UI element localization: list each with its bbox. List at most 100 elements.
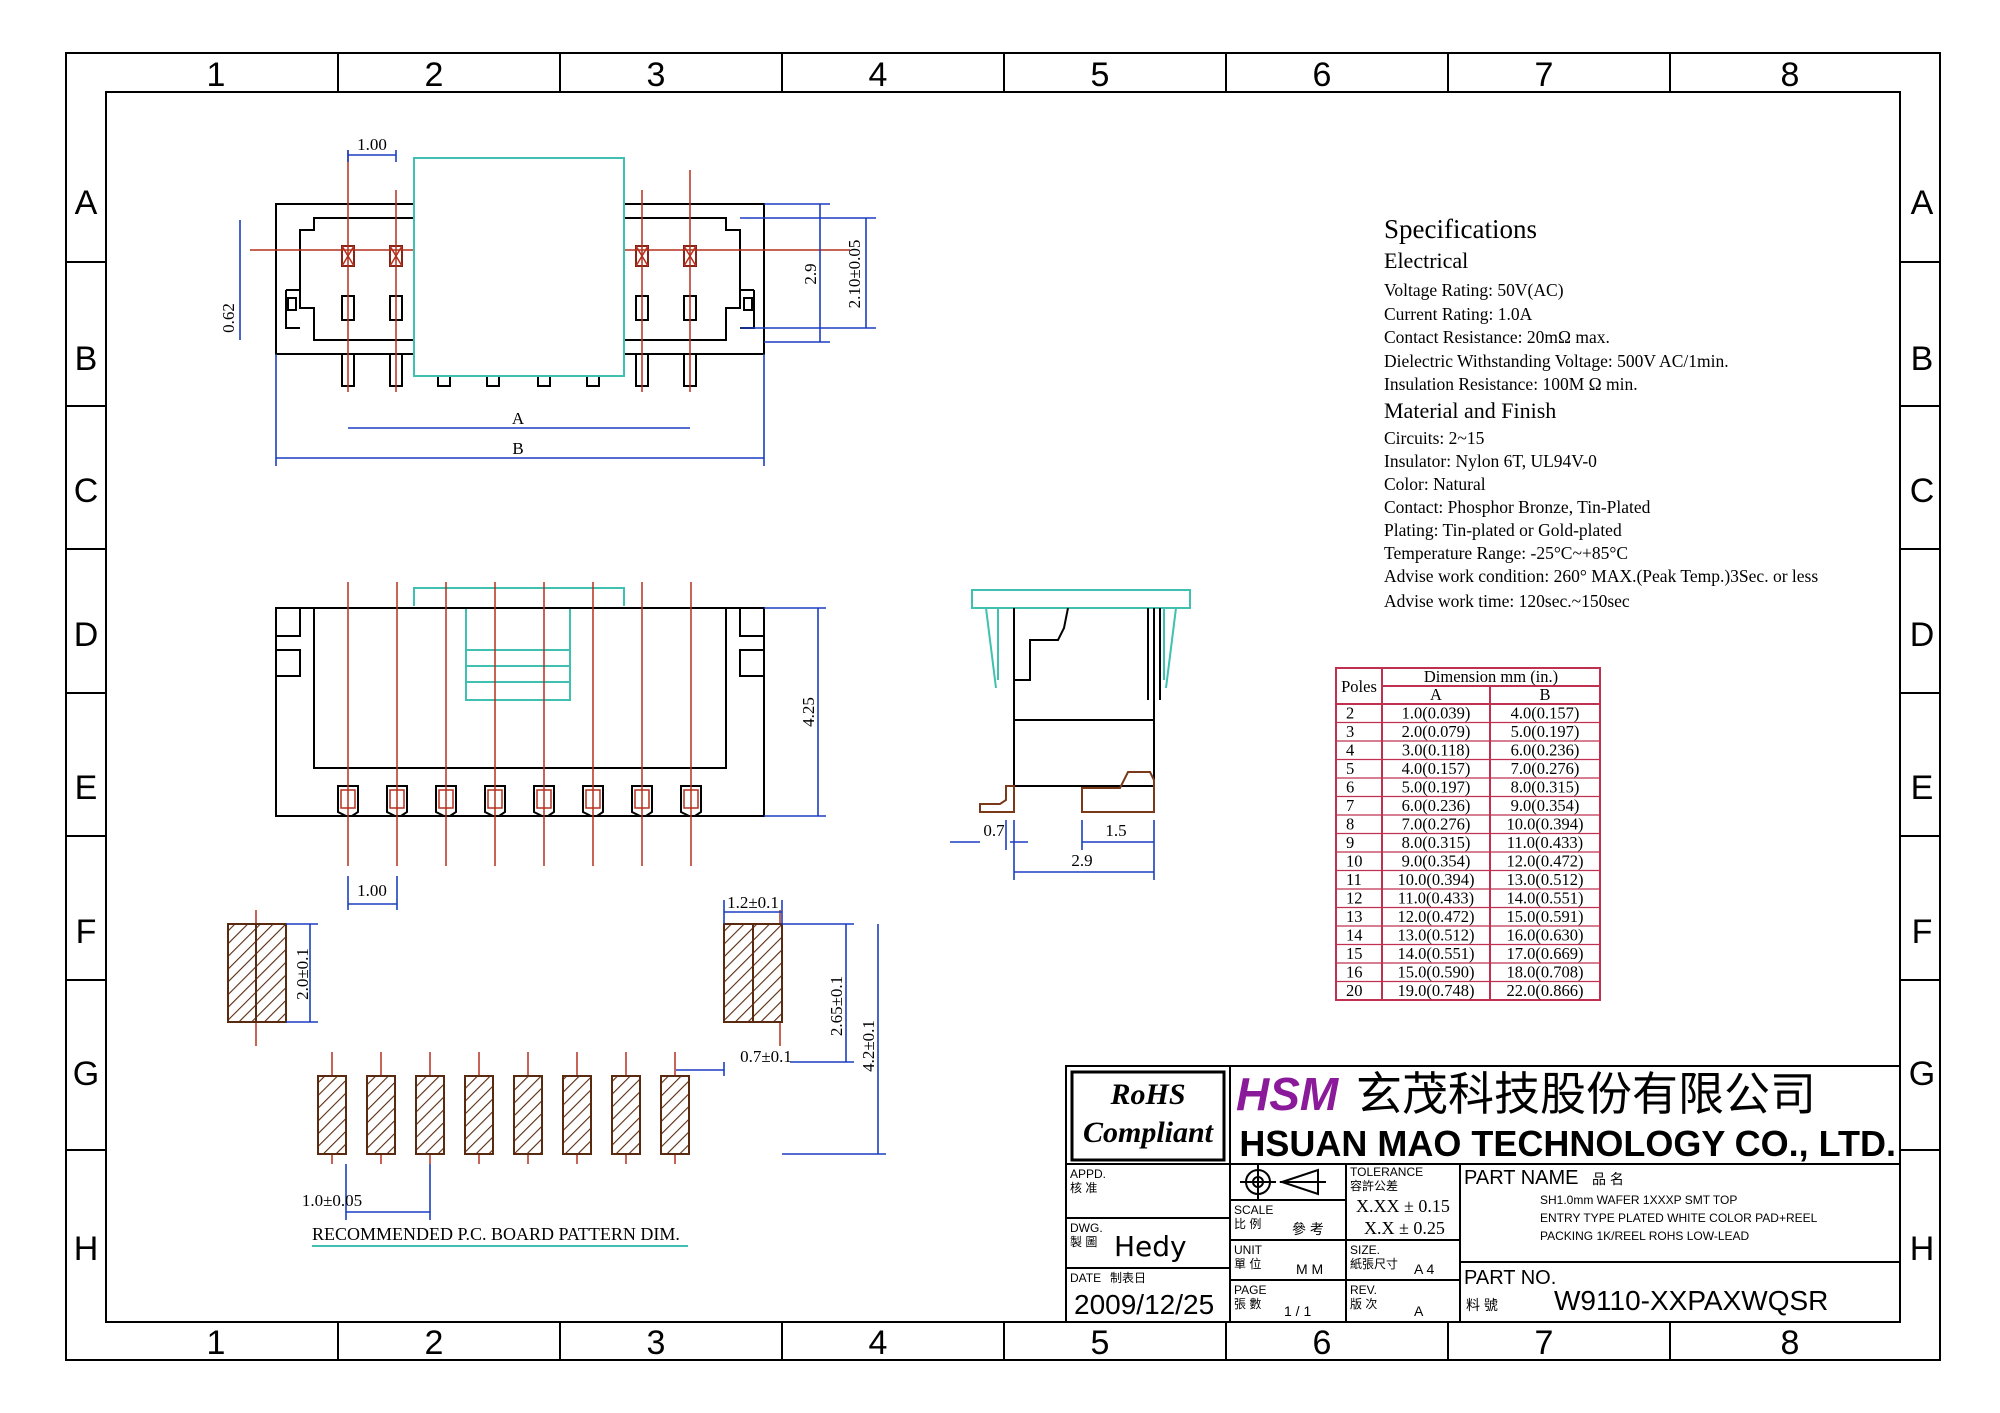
drawn-by: Hedy xyxy=(1114,1230,1187,1263)
scale-value: 參 考 xyxy=(1292,1221,1324,1237)
table-cell-poles: 13 xyxy=(1346,907,1363,926)
top-view-height-dim: 2.9 xyxy=(801,263,820,284)
rohs-line-2: Compliant xyxy=(1083,1116,1215,1149)
table-cell-b: 13.0(0.512) xyxy=(1507,870,1584,889)
table-cell-b: 5.0(0.197) xyxy=(1511,722,1580,741)
table-cell-poles: 10 xyxy=(1346,852,1363,871)
table-cell-a: 14.0(0.551) xyxy=(1398,944,1475,963)
row-label-left-e: E xyxy=(75,769,98,807)
size-label: SIZE. xyxy=(1350,1243,1380,1257)
rev-cn: 版 次 xyxy=(1350,1297,1377,1311)
top-view-body-dim: 2.10±0.05 xyxy=(845,240,864,309)
table-cell-a: 1.0(0.039) xyxy=(1402,704,1471,723)
table-cell-poles: 8 xyxy=(1346,815,1354,834)
pad-height-right-dim: 2.65±0.1 xyxy=(827,976,846,1036)
table-cell-a: 11.0(0.433) xyxy=(1398,889,1474,908)
spec-electrical-line: Contact Resistance: 20mΩ max. xyxy=(1384,327,1610,347)
part-name-cn: 品 名 xyxy=(1592,1171,1624,1187)
part-no-cn: 料 號 xyxy=(1466,1297,1498,1313)
side-view: 0.7 1.5 2.9 xyxy=(950,589,1191,880)
spec-title: Specifications xyxy=(1384,214,1537,244)
top-view-pitch-dim: 1.00 xyxy=(357,135,387,154)
company-name-en: HSUAN MAO TECHNOLOGY CO., LTD. xyxy=(1239,1123,1896,1164)
date-label: DATE xyxy=(1070,1271,1101,1285)
side-view-small-dim: 0.7 xyxy=(983,821,1005,840)
col-label-bottom-2: 2 xyxy=(425,1324,444,1362)
size-value: A 4 xyxy=(1414,1261,1434,1277)
spec-electrical-line: Voltage Rating: 50V(AC) xyxy=(1384,280,1564,300)
row-label-left-d: D xyxy=(74,616,99,654)
pcb-pitch-dim: 1.0±0.05 xyxy=(302,1191,362,1210)
part-name-line-1: SH1.0mm WAFER 1XXXP SMT TOP xyxy=(1540,1193,1737,1207)
pcb-pattern-caption: RECOMMENDED P.C. BOARD PATTERN DIM. xyxy=(312,1224,680,1244)
table-cell-poles: 2 xyxy=(1346,704,1354,723)
table-cell-a: 5.0(0.197) xyxy=(1402,778,1471,797)
tolerance-cn: 容許公差 xyxy=(1350,1178,1398,1193)
row-label-right-d: D xyxy=(1910,616,1935,654)
part-name-line-2: ENTRY TYPE PLATED WHITE COLOR PAD+REEL xyxy=(1540,1211,1818,1225)
side-view-total-dim: 2.9 xyxy=(1071,851,1092,870)
table-cell-b: 16.0(0.630) xyxy=(1507,926,1584,945)
table-cell-a: 12.0(0.472) xyxy=(1398,907,1475,926)
table-cell-poles: 20 xyxy=(1346,981,1363,1000)
scale-label: SCALE xyxy=(1234,1203,1273,1217)
total-height-dim: 4.2±0.1 xyxy=(859,1020,878,1072)
table-header-poles: Poles xyxy=(1341,677,1377,696)
row-label-right-h: H xyxy=(1910,1230,1935,1268)
row-label-left-f: F xyxy=(76,913,97,951)
appd-cn: 核 准 xyxy=(1070,1181,1097,1195)
projection-symbol-icon xyxy=(1240,1164,1326,1200)
company-name-cn: 玄茂科技股份有限公司 xyxy=(1356,1067,1816,1121)
part-no-label: PART NO. xyxy=(1464,1267,1556,1289)
part-no-value: W9110-XXPAXWQSR xyxy=(1554,1285,1828,1316)
row-label-right-f: F xyxy=(1912,913,1933,951)
table-cell-a: 19.0(0.748) xyxy=(1398,981,1475,1000)
spec-material-line: Circuits: 2~15 xyxy=(1384,428,1485,448)
title-block: RoHS Compliant HSM 玄茂科技股份有限公司 HSUAN MAO … xyxy=(1065,1065,1901,1323)
table-cell-b: 7.0(0.276) xyxy=(1511,759,1580,778)
tolerance-value-1: X.XX ± 0.15 xyxy=(1356,1196,1450,1216)
table-cell-b: 14.0(0.551) xyxy=(1507,889,1584,908)
table-cell-a: 3.0(0.118) xyxy=(1402,741,1470,760)
date-cn: 制表日 xyxy=(1110,1271,1146,1285)
side-view-mid-dim: 1.5 xyxy=(1105,821,1126,840)
size-cn: 紙張尺寸 xyxy=(1350,1256,1398,1271)
table-cell-a: 9.0(0.354) xyxy=(1402,852,1471,871)
col-label-top-3: 3 xyxy=(647,56,666,94)
rev-value: A xyxy=(1414,1303,1424,1319)
spec-material-line: Contact: Phosphor Bronze, Tin-Plated xyxy=(1384,497,1651,517)
top-view-a-dim: A xyxy=(512,409,525,428)
grid-labels: 1 2 3 4 5 6 7 8 1 2 3 4 5 6 7 8 A B C D … xyxy=(73,56,1935,1362)
col-label-top-2: 2 xyxy=(425,56,444,94)
rohs-line-1: RoHS xyxy=(1109,1078,1185,1111)
col-label-top-5: 5 xyxy=(1091,56,1110,94)
table-cell-b: 8.0(0.315) xyxy=(1511,778,1580,797)
table-cell-b: 22.0(0.866) xyxy=(1507,981,1584,1000)
specifications-block: Specifications Electrical Voltage Rating… xyxy=(1384,214,1818,611)
spec-material-heading: Material and Finish xyxy=(1384,398,1556,423)
table-cell-b: 4.0(0.157) xyxy=(1511,704,1580,723)
col-label-bottom-5: 5 xyxy=(1091,1324,1110,1362)
table-cell-poles: 5 xyxy=(1346,759,1354,778)
tolerance-value-2: X.X ± 0.25 xyxy=(1364,1218,1445,1238)
row-label-right-b: B xyxy=(1911,340,1934,378)
spec-electrical-heading: Electrical xyxy=(1384,248,1468,273)
row-label-right-g: G xyxy=(1909,1055,1935,1093)
row-label-right-c: C xyxy=(1910,472,1935,510)
top-view-left-height-dim: 0.62 xyxy=(219,303,238,333)
row-label-left-g: G xyxy=(73,1055,99,1093)
col-label-top-4: 4 xyxy=(869,56,888,94)
date-value: 2009/12/25 xyxy=(1074,1289,1214,1320)
spec-electrical-line: Dielectric Withstanding Voltage: 500V AC… xyxy=(1384,351,1729,371)
rev-label: REV. xyxy=(1350,1283,1377,1297)
table-cell-a: 6.0(0.236) xyxy=(1402,796,1471,815)
table-cell-b: 11.0(0.433) xyxy=(1507,833,1583,852)
col-label-bottom-3: 3 xyxy=(647,1324,666,1362)
dwg-label: DWG. xyxy=(1070,1221,1103,1235)
col-label-top-8: 8 xyxy=(1781,56,1800,94)
spec-material-line: Color: Natural xyxy=(1384,474,1486,494)
front-view-height-dim: 4.25 xyxy=(799,697,818,727)
pcb-pattern: 2.0±0.1 1.2±0.1 2.65±0.1 4.2±0.1 0.7±0.1… xyxy=(227,893,886,1247)
table-cell-poles: 16 xyxy=(1346,963,1363,982)
